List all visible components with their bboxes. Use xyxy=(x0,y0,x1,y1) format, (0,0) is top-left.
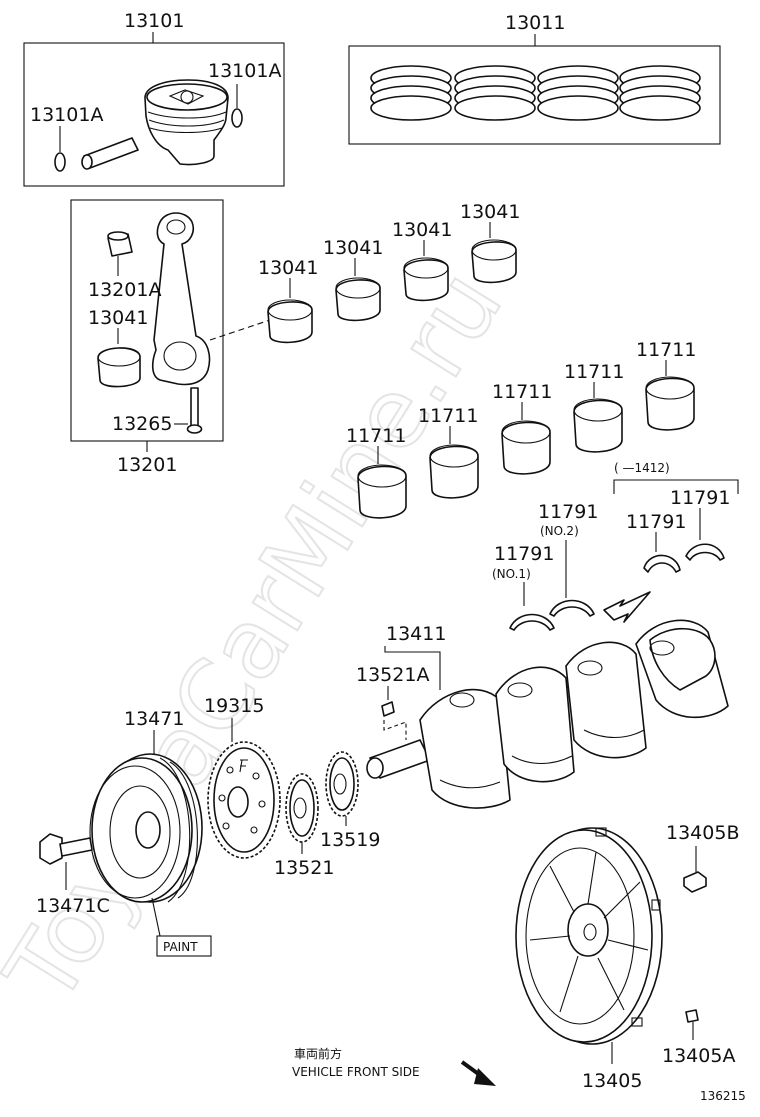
label-crankshaft[interactable]: 13411 xyxy=(386,623,446,645)
front-arrow-icon xyxy=(603,591,651,623)
direction-japanese: 車両前方 xyxy=(294,1046,342,1061)
label-main-bearing-1[interactable]: 11711 xyxy=(346,425,406,447)
label-main-bearing-4[interactable]: 11711 xyxy=(564,361,624,383)
label-thrust-washer-no2[interactable]: 11791 xyxy=(538,501,598,523)
label-rod-bearing-4[interactable]: 13041 xyxy=(460,201,520,223)
main-bearing-5[interactable] xyxy=(645,376,695,431)
snap-ring-left[interactable] xyxy=(54,126,66,172)
label-main-bearing-3[interactable]: 11711 xyxy=(492,381,552,403)
label-snap-ring-left[interactable]: 13101A xyxy=(30,104,103,126)
label-pulley-bolt[interactable]: 13471C xyxy=(36,895,110,917)
thrust-washer-4[interactable] xyxy=(685,543,725,561)
note-no1: (NO.1) xyxy=(492,567,531,581)
label-rod-bolt[interactable]: 13265 xyxy=(112,413,172,435)
label-main-bearing-2[interactable]: 11711 xyxy=(418,405,478,427)
crank-gear[interactable] xyxy=(285,773,319,843)
label-thrust-washer-no1[interactable]: 11791 xyxy=(494,543,554,565)
label-timing-rotor[interactable]: 19315 xyxy=(204,695,264,717)
label-connecting-rod[interactable]: 13201 xyxy=(117,454,177,476)
pulley-bolt[interactable] xyxy=(39,833,93,865)
timing-rotor[interactable] xyxy=(207,741,281,859)
note-no2: (NO.2) xyxy=(540,524,579,538)
thrust-washer-no2[interactable] xyxy=(549,599,595,617)
diagram-id: 136215 xyxy=(700,1089,746,1103)
label-ring-set[interactable]: 13011 xyxy=(505,12,565,34)
label-main-bearing-5[interactable]: 11711 xyxy=(636,339,696,361)
snap-ring-right[interactable] xyxy=(231,84,243,128)
piston-assembly[interactable] xyxy=(144,79,229,166)
rod-bearing-1[interactable] xyxy=(267,299,313,344)
rod-bearing-in-box[interactable] xyxy=(97,347,141,388)
crankshaft[interactable] xyxy=(366,619,729,809)
label-drive-plate-spacer[interactable]: 13405A xyxy=(662,1045,735,1067)
piston-set-box xyxy=(23,42,285,187)
range-bracket: ( —1412) xyxy=(613,461,739,494)
rod-bolt[interactable] xyxy=(186,387,203,434)
drive-plate[interactable] xyxy=(515,827,663,1045)
drive-plate-spacer[interactable] xyxy=(685,1009,699,1023)
paint-note: PAINT xyxy=(163,940,198,954)
paint-note-box xyxy=(156,935,212,957)
label-crank-key[interactable]: 13521A xyxy=(356,664,429,686)
thrust-washer-3[interactable] xyxy=(643,554,681,573)
rod-bushing[interactable] xyxy=(107,231,133,257)
main-bearing-4[interactable] xyxy=(573,398,623,453)
rod-bearing-3[interactable] xyxy=(403,257,449,302)
svg-text:( —1412): ( —1412) xyxy=(614,461,670,475)
connecting-rod[interactable] xyxy=(151,212,211,386)
label-piston-set[interactable]: 13101 xyxy=(124,10,184,32)
rod-bearing-4[interactable] xyxy=(471,239,517,284)
label-rod-bearing-1[interactable]: 13041 xyxy=(258,257,318,279)
label-drive-plate-bolt[interactable]: 13405B xyxy=(666,822,739,844)
label-thrust-washer-3[interactable]: 11791 xyxy=(626,511,686,533)
piston-pin[interactable] xyxy=(81,137,139,170)
label-rod-bearing-in-box[interactable]: 13041 xyxy=(88,307,148,329)
label-rod-bushing[interactable]: 13201A xyxy=(88,279,161,301)
label-rod-bearing-2[interactable]: 13041 xyxy=(323,237,383,259)
piston-rings[interactable] xyxy=(370,65,701,121)
main-bearing-2[interactable] xyxy=(429,444,479,499)
label-drive-plate[interactable]: 13405 xyxy=(582,1070,642,1092)
rod-bearing-2[interactable] xyxy=(335,277,381,322)
label-crank-sprocket[interactable]: 13519 xyxy=(320,829,380,851)
direction-english: VEHICLE FRONT SIDE xyxy=(292,1065,420,1079)
thrust-washer-no1[interactable] xyxy=(509,613,555,631)
label-thrust-washer-4[interactable]: 11791 xyxy=(670,487,730,509)
crank-pulley[interactable] xyxy=(89,753,203,903)
direction-arrow-icon xyxy=(460,1060,496,1086)
drive-plate-bolt[interactable] xyxy=(683,871,707,893)
crank-sprocket[interactable] xyxy=(325,751,359,817)
label-rod-bearing-3[interactable]: 13041 xyxy=(392,219,452,241)
main-bearing-1[interactable] xyxy=(357,464,407,519)
main-bearing-3[interactable] xyxy=(501,420,551,475)
label-crank-gear[interactable]: 13521 xyxy=(274,857,334,879)
label-pulley[interactable]: 13471 xyxy=(124,708,184,730)
crank-key[interactable] xyxy=(381,701,395,717)
label-snap-ring-right[interactable]: 13101A xyxy=(208,60,281,82)
